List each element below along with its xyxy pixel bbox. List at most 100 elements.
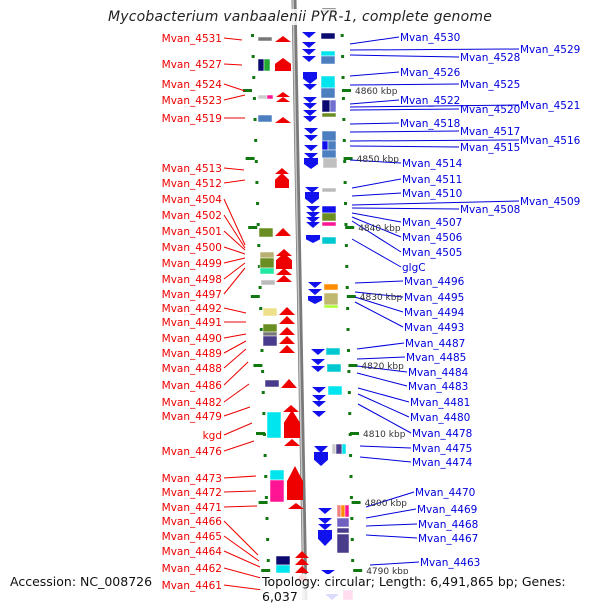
right-gene-label: Mvan_4484 [408, 367, 469, 379]
right-label-connector [349, 108, 460, 111]
tick-mark [257, 265, 261, 268]
left-gene-label: Mvan_4513 [162, 163, 222, 175]
reverse-strand-chevron [302, 32, 316, 38]
tick-mark [347, 391, 351, 394]
left-gene-label: Mvan_4501 [162, 226, 222, 238]
forward-strand-chevron [284, 439, 300, 446]
tick-mark [351, 559, 355, 562]
right-gene-label: glgC [402, 262, 426, 274]
forward-strand-chevron [275, 228, 291, 236]
right-gene-label: Mvan_4518 [400, 118, 460, 130]
left-gene-label: Mvan_4462 [162, 563, 222, 575]
reverse-strand-chevron [311, 366, 325, 372]
left-label-connector [223, 361, 249, 386]
right-gene-label: Mvan_4469 [417, 504, 477, 516]
reverse-strand-chevron [303, 116, 317, 122]
forward-strand-chevron [279, 327, 295, 335]
left-gene-label: Mvan_4488 [162, 363, 222, 375]
left-gene-feature [269, 479, 285, 503]
right-gene-label: Mvan_4505 [402, 247, 462, 259]
right-gene-label: Mvan_4474 [412, 457, 473, 469]
right-label-connector [354, 291, 404, 298]
right-gene-feature [323, 283, 339, 291]
genome-title: Mycobacterium vanbaalenii PYR-1, complet… [0, 9, 600, 25]
left-label-connector [223, 383, 250, 403]
right-label-connector [356, 365, 408, 373]
right-gene-feature [321, 236, 337, 245]
major-tick [353, 569, 363, 572]
forward-strand-chevron [295, 566, 309, 573]
right-gene-feature [336, 517, 350, 528]
reverse-strand-arrow [314, 452, 328, 466]
left-gene-label: Mvan_4527 [162, 59, 222, 71]
left-gene-feature [263, 58, 271, 72]
right-label-connector [351, 212, 402, 223]
major-tick [351, 501, 361, 504]
forward-strand-arrow [284, 410, 300, 438]
right-gene-feature [320, 75, 336, 89]
left-label-connector [223, 333, 247, 339]
right-gene-label: Mvan_4468 [418, 519, 478, 531]
accession-text: Accession: NC_008726 [10, 574, 153, 589]
tick-mark [257, 244, 261, 247]
tick-mark [256, 202, 260, 205]
reverse-strand-chevron [304, 153, 318, 159]
tick-mark [264, 496, 268, 499]
right-label-connector [357, 393, 410, 418]
forward-strand-arrow [276, 253, 292, 269]
right-gene-feature [341, 443, 347, 455]
tick-mark [266, 538, 270, 541]
left-gene-feature [262, 323, 278, 333]
tick-mark [348, 412, 352, 415]
right-label-connector [351, 192, 402, 197]
reverse-strand-chevron [308, 282, 322, 288]
left-gene-label: Mvan_4531 [162, 33, 222, 45]
left-gene-label: kgd [203, 430, 222, 442]
tick-mark [260, 349, 264, 352]
right-gene-label: Mvan_4520 [460, 104, 520, 116]
reverse-strand-chevron [306, 212, 320, 218]
tick-mark [261, 391, 265, 394]
reverse-strand-arrow [318, 530, 332, 546]
right-gene-feature [321, 205, 337, 214]
reverse-strand-chevron [303, 97, 317, 103]
tick-mark [258, 286, 262, 289]
major-tick [253, 364, 263, 367]
left-gene-label: Mvan_4512 [162, 178, 222, 190]
left-gene-feature [259, 251, 275, 259]
left-gene-label: Mvan_4504 [162, 194, 223, 206]
major-tick [256, 432, 265, 435]
right-gene-label: Mvan_4494 [404, 307, 465, 319]
right-gene-feature [325, 347, 341, 356]
right-label-connector [351, 200, 520, 206]
major-tick [348, 364, 358, 367]
right-label-connector [349, 145, 460, 148]
right-label-connector [351, 238, 402, 268]
forward-strand-chevron [275, 168, 289, 174]
right-gene-feature [321, 212, 337, 222]
right-gene-label: Mvan_4506 [402, 232, 463, 244]
right-gene-label: Mvan_4470 [415, 487, 475, 499]
tick-mark [259, 307, 263, 310]
tick-mark [344, 223, 348, 226]
right-label-connector [357, 403, 412, 434]
right-gene-label: Mvan_4483 [408, 381, 468, 393]
left-gene-label: Mvan_4473 [162, 473, 222, 485]
reverse-strand-chevron [303, 103, 317, 109]
left-label-connector [223, 198, 246, 246]
tick-mark [251, 55, 255, 58]
tick-mark [252, 76, 256, 79]
right-label-connector [349, 99, 400, 105]
kbp-label: 4810 kbp [363, 430, 406, 440]
right-gene-feature [321, 99, 331, 113]
right-gene-feature [336, 533, 350, 554]
major-tick [346, 295, 356, 298]
reverse-strand-chevron [312, 395, 326, 401]
forward-strand-chevron [279, 316, 295, 324]
right-gene-label: Mvan_4516 [520, 135, 581, 147]
right-gene-feature [321, 187, 337, 193]
reverse-strand-chevron [303, 110, 317, 116]
left-label-connector [223, 422, 253, 436]
left-label-connector [223, 348, 247, 369]
forward-strand-chevron [276, 97, 290, 102]
